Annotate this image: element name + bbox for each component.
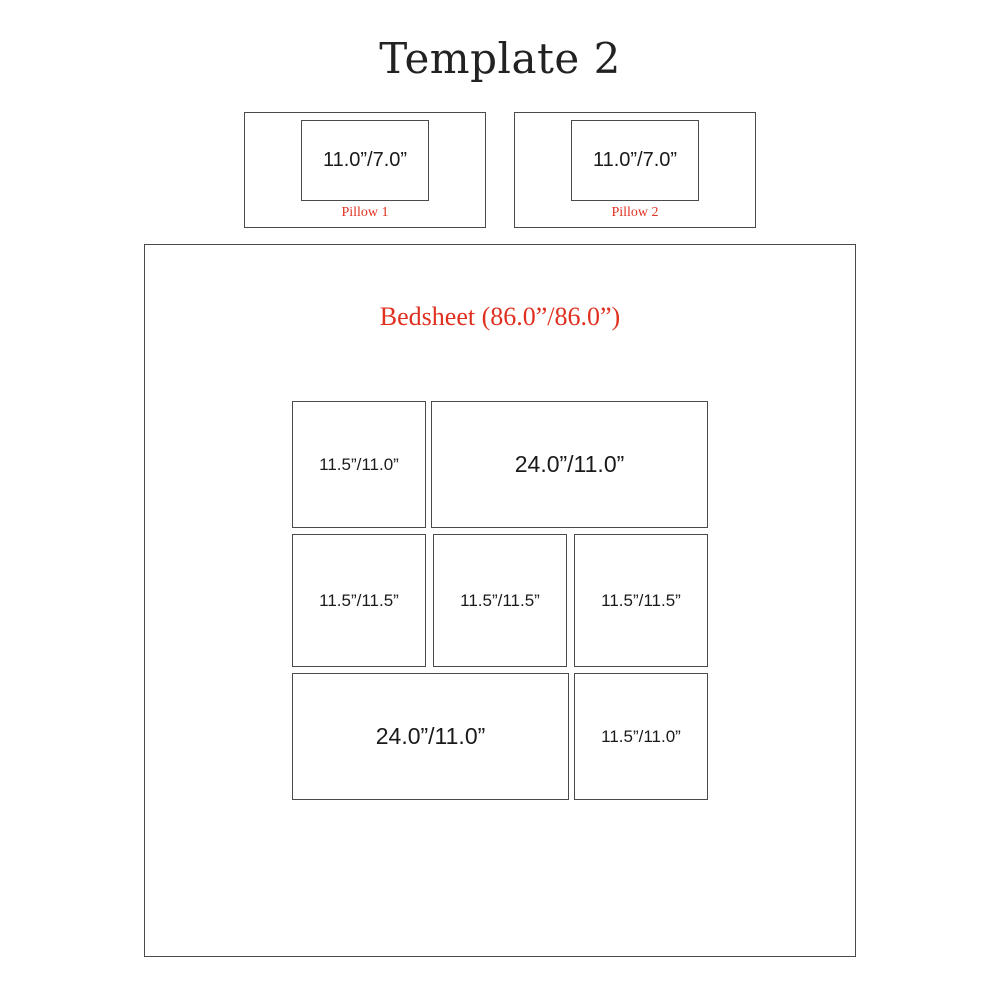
template-title: Template 2 — [379, 34, 621, 83]
bedsheet-panel: 11.5”/11.0” — [292, 401, 426, 528]
bedsheet-label: Bedsheet (86.0”/86.0”) — [379, 302, 621, 331]
pillow-1-label: Pillow 1 — [341, 205, 389, 220]
pillow-2-label: Pillow 2 — [611, 205, 659, 220]
bedsheet-panel: 24.0”/11.0” — [431, 401, 708, 528]
pillow-2-panel: 11.0”/7.0” — [571, 120, 699, 201]
bedsheet-panel: 11.5”/11.5” — [433, 534, 567, 667]
bedsheet-panel: 24.0”/11.0” — [292, 673, 569, 800]
bedsheet-panel: 11.5”/11.5” — [292, 534, 426, 667]
bedsheet-panel: 11.5”/11.0” — [574, 673, 708, 800]
pillow-1-panel: 11.0”/7.0” — [301, 120, 429, 201]
bedsheet-panel: 11.5”/11.5” — [574, 534, 708, 667]
